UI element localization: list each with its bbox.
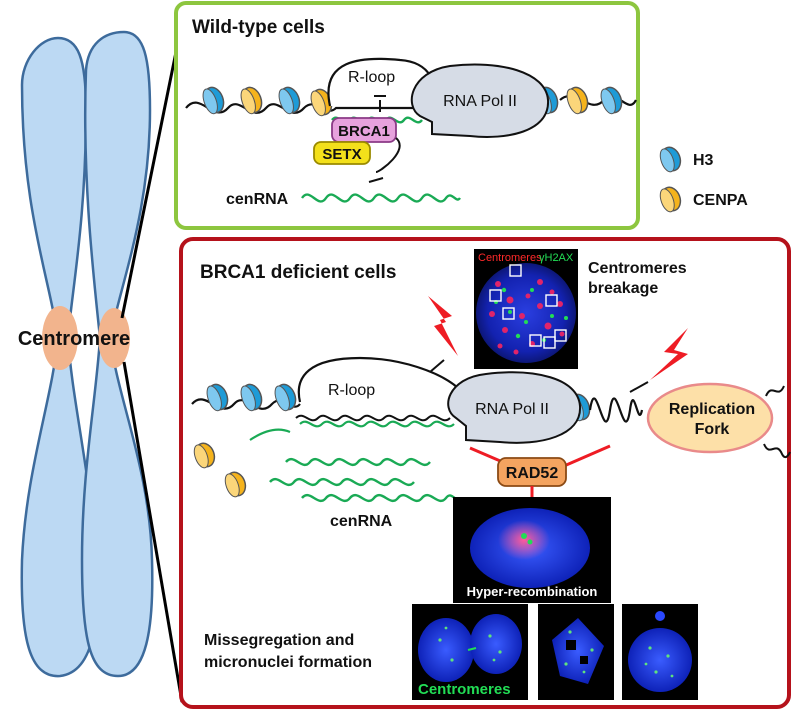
def-cenrna-label: cenRNA: [330, 513, 393, 530]
wild-type-title: Wild-type cells: [192, 17, 325, 38]
def-nucleosome-h3: [206, 383, 229, 412]
centromere-region-right: [98, 308, 130, 368]
wild-type-panel: Wild-type cells R-loop: [174, 1, 640, 230]
fork-label-line2: Fork: [695, 421, 730, 438]
centromere-region-left: [42, 306, 78, 370]
wt-cenrna-label: cenRNA: [226, 191, 289, 208]
wt-rna-pol-label: RNA Pol II: [443, 93, 517, 110]
missegregation-micrograph-1: [412, 604, 528, 700]
def-dna-double-helix: [295, 414, 451, 422]
wt-brca1-label: BRCA1: [338, 123, 390, 140]
missegregation-centromeres-label: Centromeres: [418, 681, 511, 698]
def-rna-hybrid: [299, 420, 455, 428]
fork-label-line1: Replication: [669, 401, 755, 418]
wild-type-border: [174, 1, 640, 230]
deficient-border: [179, 237, 791, 709]
hyper-recombination-label: Hyper-recombination: [467, 584, 598, 599]
wt-rloop-label: R-loop: [348, 69, 395, 86]
connector-line-top: [120, 51, 178, 319]
legend-h3-icon: [659, 146, 682, 173]
wt-nucleosome-cenpa: [240, 86, 263, 115]
lightning-right-pointer: [629, 381, 649, 393]
def-rna-tail: [249, 428, 291, 441]
replication-fork: [646, 382, 774, 454]
legend: H3 CENPA: [659, 146, 748, 213]
rad52-label: RAD52: [506, 465, 559, 482]
wt-nucleosome-cenpa: [566, 86, 589, 115]
wt-brca1-inhibit-cenrna: [375, 137, 401, 173]
deficient-title: BRCA1 deficient cells: [200, 262, 396, 283]
supercoiled-dna: [588, 397, 644, 423]
wt-nucleosome-h3: [278, 86, 301, 115]
missegregation-micrograph-2: [538, 604, 614, 700]
def-nucleosome-h3: [274, 383, 297, 412]
def-cenrna-wave: [269, 477, 415, 487]
connector-line-bottom: [122, 361, 184, 703]
wt-cenrna-wave: [301, 193, 461, 203]
legend-cenpa-label: CENPA: [693, 192, 748, 209]
wt-nucleosome-h3: [202, 86, 225, 115]
deficient-panel: BRCA1 deficient cells: [179, 237, 791, 709]
def-cenrna-wave: [301, 493, 461, 503]
def-rna-pol-ii: [447, 371, 582, 444]
micrograph-gamma-label: γH2AX: [539, 252, 574, 264]
breakage-label-line2: breakage: [588, 280, 658, 297]
legend-h3-label: H3: [693, 152, 714, 169]
rad52-line-right: [563, 444, 611, 468]
def-cenrna-wave: [285, 457, 431, 467]
micrograph-centromeres-label: Centromeres: [478, 252, 542, 264]
free-cenpa: [224, 471, 247, 498]
wt-setx-box: [313, 141, 371, 165]
missegregation-line2: micronuclei formation: [204, 654, 372, 671]
missegregation-micrograph-3: [622, 604, 698, 700]
lightning-bolt-left: [428, 296, 458, 356]
fork-arm-top: [765, 385, 785, 397]
wt-nucleosome-cenpa: [310, 88, 333, 117]
lightning-left-pointer: [429, 359, 445, 373]
legend-cenpa-icon: [659, 186, 682, 213]
def-rloop-label: R-loop: [328, 382, 375, 399]
breakage-micrograph: Centromeres γH2AX: [474, 249, 578, 369]
breakage-label-line1: Centromeres: [588, 260, 687, 277]
def-nucleosome-h3: [240, 383, 263, 412]
def-rna-pol-label: RNA Pol II: [475, 401, 549, 418]
wt-setx-label: SETX: [322, 146, 361, 163]
hyper-recombination-micrograph: [453, 497, 611, 603]
chromosome: Centromere: [18, 30, 154, 678]
centromere-label: Centromere: [18, 328, 130, 350]
def-rloop-bubble: [297, 356, 459, 403]
wt-nucleosome-h3: [600, 86, 623, 115]
fork-arm-bottom: [763, 443, 791, 459]
wt-cenrna-inhibit-bar: [368, 177, 384, 183]
wt-rna-pol-ii: [410, 63, 550, 138]
free-cenpa: [193, 442, 216, 469]
lightning-bolt-right: [650, 328, 688, 380]
missegregation-line1: Missegregation and: [204, 632, 354, 649]
